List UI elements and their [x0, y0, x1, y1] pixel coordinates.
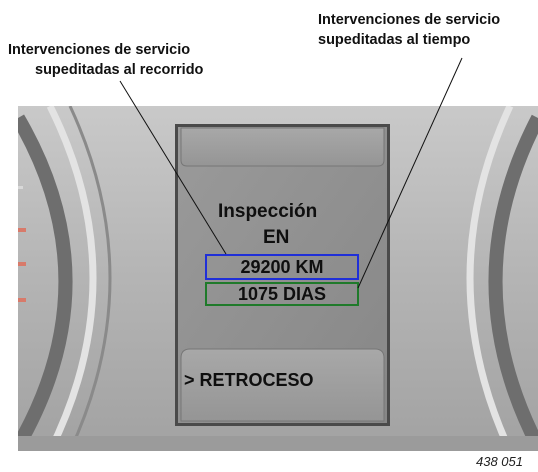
left-gauge-inner-ring — [68, 106, 112, 451]
figure-number: 438 051 — [476, 454, 523, 469]
right-gauge-ring — [488, 114, 538, 450]
distance-caption-line1: Intervenciones de servicio — [8, 42, 191, 58]
time-caption-line1: Intervenciones de servicio — [318, 12, 501, 28]
scale-mark — [18, 262, 26, 266]
distance-based-service-caption: Intervenciones de servicio supeditadas a… — [8, 40, 203, 80]
back-menu-option: > RETROCESO — [184, 370, 314, 390]
time-caption-line2: supeditadas al tiempo — [318, 32, 471, 48]
right-gauge-highlight — [466, 106, 514, 451]
scale-mark — [18, 228, 26, 232]
scale-mark — [18, 186, 23, 189]
display-bottom-panel — [180, 348, 385, 422]
distance-caption-line2: supeditadas al recorrido — [35, 62, 204, 78]
display-top-panel — [180, 127, 385, 167]
scale-mark — [18, 298, 26, 302]
time-based-service-caption: Intervenciones de servicio supeditadas a… — [318, 10, 500, 50]
display-en-label: EN — [263, 227, 290, 248]
left-gauge-highlight — [46, 106, 97, 451]
left-gauge-ring — [18, 114, 73, 450]
days-remaining-box: 1075 DIAS — [205, 282, 359, 306]
display-inspection-label: Inspección — [218, 201, 318, 222]
distance-remaining-box: 29200 KM — [205, 254, 359, 280]
lower-bezel — [18, 436, 538, 451]
